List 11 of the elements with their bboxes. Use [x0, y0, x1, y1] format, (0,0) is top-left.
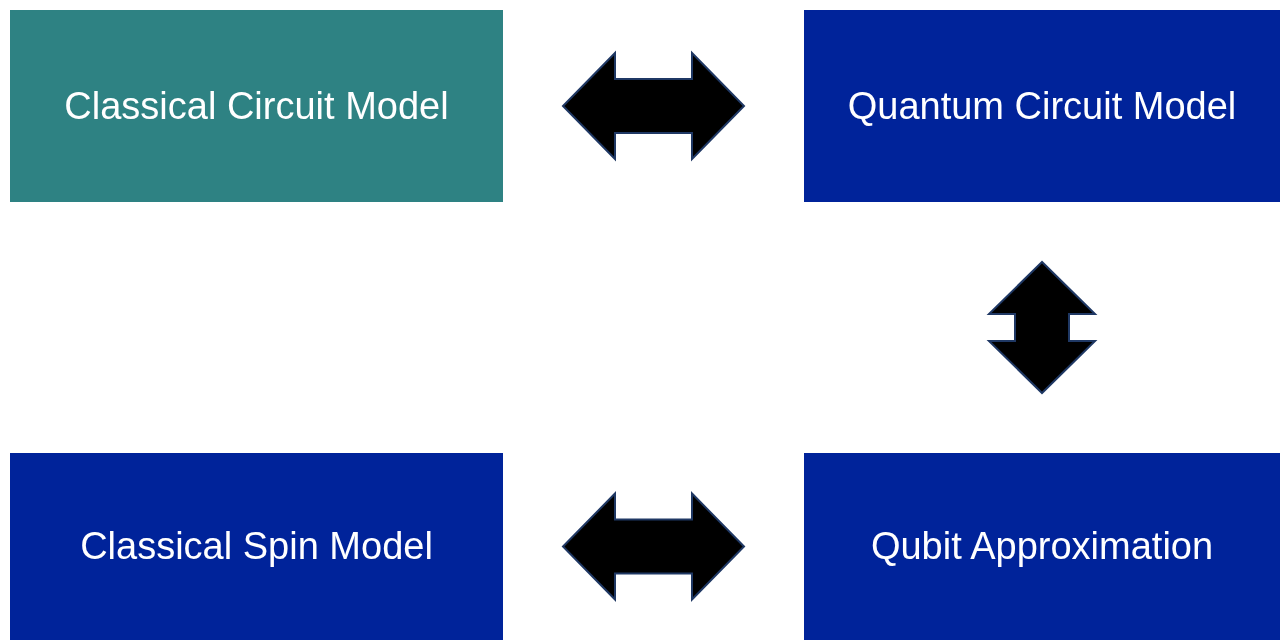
model-box — [804, 453, 1280, 640]
double-block-arrow — [561, 491, 746, 602]
box-label: Qubit Approximation — [870, 525, 1214, 568]
model-box — [10, 453, 503, 640]
box-label: Classical Spin Model — [80, 525, 433, 568]
box-label: Quantum Circuit Model — [847, 84, 1237, 128]
box-label: Classical Circuit Model — [64, 84, 449, 128]
double-block-arrow — [986, 260, 1098, 395]
model-box — [804, 10, 1280, 202]
model-box — [10, 10, 503, 202]
double-block-arrow — [561, 50, 746, 162]
